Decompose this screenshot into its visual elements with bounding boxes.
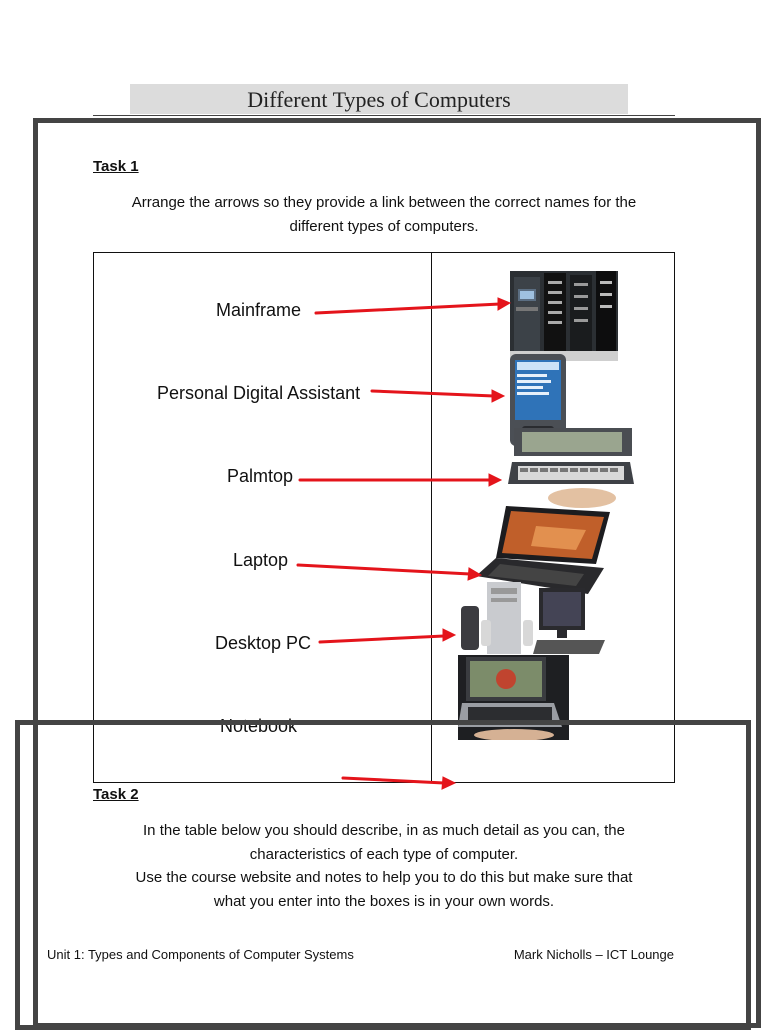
arrow-mainframe[interactable]: [314, 302, 502, 315]
name-palmtop: Palmtop: [227, 466, 294, 486]
arrow-palmtop-head: [488, 473, 503, 487]
desktop-pc-icon[interactable]: [459, 580, 607, 660]
mainframe-icon[interactable]: [510, 271, 618, 361]
task2-heading: Task 2: [93, 786, 139, 803]
task1-instruction-line2: different types of computers.: [289, 218, 479, 235]
arrow-notebook-head: [441, 776, 457, 790]
document-title: Different Types of Computers: [130, 84, 628, 114]
arrow-laptop[interactable]: [296, 563, 472, 576]
matching-table: [93, 252, 675, 783]
task1-instruction-line1: Arrange the arrows so they provide a lin…: [131, 194, 637, 211]
title-underline: [93, 115, 675, 116]
arrow-notebook[interactable]: [341, 776, 446, 785]
laptop-icon[interactable]: [476, 506, 612, 598]
palmtop-icon[interactable]: [508, 426, 634, 508]
task1-heading: Task 1: [93, 158, 139, 175]
arrow-pda[interactable]: [370, 389, 496, 398]
pda-icon[interactable]: [506, 352, 570, 448]
footer-right: Mark Nicholls – ICT Lounge: [513, 947, 674, 962]
matching-table-divider: [431, 252, 432, 783]
task2-line3: Use the course website and notes to help…: [135, 869, 633, 886]
arrow-desktop-pc-head: [442, 628, 457, 642]
name-mainframe: Mainframe: [216, 300, 302, 320]
task2-line1: In the table below you should describe, …: [143, 822, 625, 839]
task2-line2: characteristics of each type of computer…: [249, 846, 519, 863]
name-desktop-pc: Desktop PC: [215, 633, 312, 653]
arrow-pda-head: [491, 389, 506, 403]
arrow-laptop-head: [467, 567, 483, 581]
name-laptop: Laptop: [233, 550, 289, 570]
arrow-desktop-pc[interactable]: [318, 634, 446, 644]
name-pda: Personal Digital Assistant: [157, 383, 361, 403]
footer-left: Unit 1: Types and Components of Computer…: [47, 947, 354, 962]
arrow-mainframe-head: [497, 297, 512, 311]
task2-line4: what you enter into the boxes is in your…: [213, 893, 555, 910]
